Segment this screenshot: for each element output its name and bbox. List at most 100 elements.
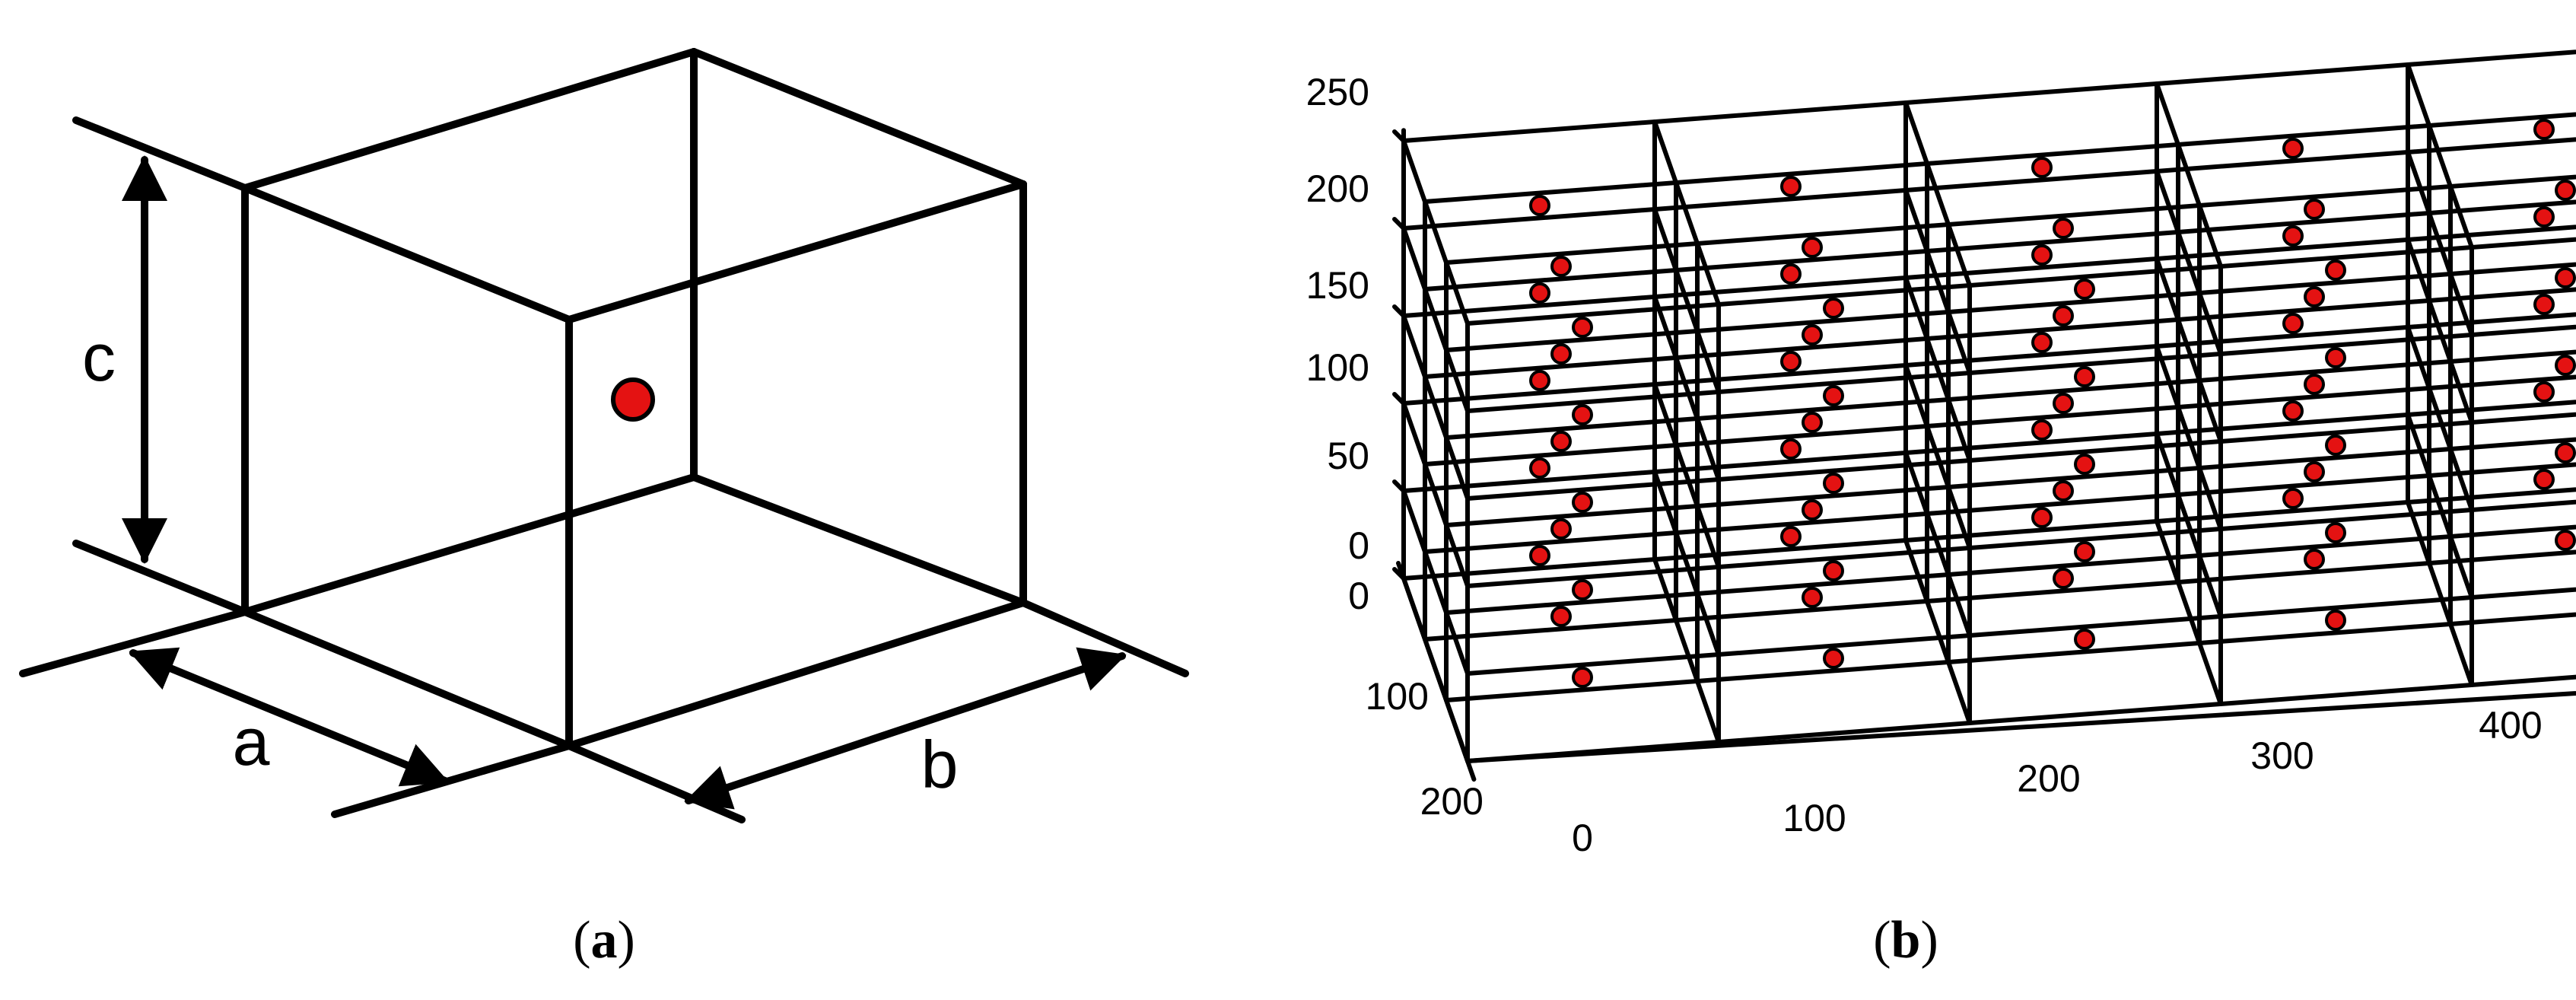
lattice-point [2533,294,2555,315]
lattice-point [1802,587,1823,608]
lattice-point [2053,393,2074,414]
lattice-point [2053,480,2074,502]
grid-line [1903,363,1972,550]
lattice-point [1550,606,1572,627]
lattice-point [2304,549,2325,570]
lattice-point [1823,648,1844,669]
lattice-point [2053,568,2074,589]
grid-line [1652,119,1721,307]
grid-line [1652,382,1721,569]
lattice-point [1780,176,1802,197]
lattice-point [1550,518,1572,540]
grid-line [2406,237,2474,425]
grid-line [2155,169,2223,356]
y-axis-tick-labels: 250 200 150 100 50 0 [1306,71,1369,567]
lattice-point [2282,225,2304,247]
grid-line [1903,188,1972,375]
grid-line [1465,674,2576,763]
lattice-point [1550,343,1572,365]
grid-line [2406,62,2474,250]
grid-line [1401,226,1470,413]
grid-line [1903,538,1972,725]
horizontal-axis-line [1465,691,2576,763]
vertical-axis-tick [1392,479,1406,493]
lattice-point [1550,256,1572,277]
lattice-point [1823,298,1844,319]
vertical-axis-tick [1392,392,1406,406]
lattice-grid-lines [1401,49,2576,763]
reference-line-bottom-left [72,540,249,616]
lattice-point [1780,351,1802,372]
lattice-point [2031,244,2053,266]
grid-line [2406,500,2474,687]
y-tick-label: 150 [1306,264,1369,307]
grid-line [1423,199,2576,291]
grid-line [2406,412,2474,600]
lattice-point [2282,488,2304,509]
grid-line [2406,325,2474,512]
lattice-point [2555,355,2576,376]
depth-axis-line [1396,561,1477,782]
caption-a: (a) [573,911,635,970]
lattice-point [1550,431,1572,452]
edge-top-left [241,48,698,192]
reference-line-base-front [331,742,573,818]
grid-line [1652,557,1721,744]
lattice-point [1780,438,1802,460]
vertical-axis-tick [1392,304,1406,318]
grid-line [1401,49,2576,143]
panel-b-lattice-grid [1392,49,2576,782]
lattice-point [2325,260,2346,281]
lattice-point [2533,469,2555,490]
lattice-point [1823,560,1844,581]
y-tick-label: 100 [1306,346,1369,389]
grid-line [1401,401,1470,588]
dimension-arrow-a [129,647,450,787]
x-tick-label: 200 [1420,780,1484,823]
edge-bottom-left [241,608,573,750]
edge-top-front [241,184,573,323]
grid-line [1903,100,1972,288]
lattice-point [1823,473,1844,494]
lattice-point [1802,499,1823,521]
z-axis-tick-labels: 0 100 200 300 400 [1572,704,2543,859]
lattice-point [2074,454,2095,475]
lattice-point [1529,457,1550,479]
lattice-point [1802,412,1823,433]
lattice-point [1572,317,1593,338]
x-tick-label: 0 [1348,575,1369,617]
lattice-point [2304,461,2325,482]
lattice-point [2031,157,2053,178]
grid-line [1444,524,2576,615]
lattice-point [2031,507,2053,528]
y-tick-label: 200 [1306,167,1369,210]
lattice-point [2533,119,2555,140]
lattice-point [2304,374,2325,395]
vertical-axis-tick [1392,129,1406,143]
z-tick-label: 0 [1572,817,1593,859]
panel-a-unit-cell-diagram [19,48,1189,823]
lattice-point [1802,237,1823,258]
lattice-point [1802,324,1823,346]
y-tick-label: 250 [1306,71,1369,113]
grid-line [1652,207,1721,394]
lattice-point [1780,263,1802,285]
grid-line [1401,489,1470,676]
vertical-axis-tick [1392,217,1406,231]
lattice-point [2282,313,2304,334]
dimension-arrow-b [684,647,1127,810]
lattice-point [2555,180,2576,201]
z-tick-label: 300 [2250,734,2314,777]
grid-line [1401,139,1470,326]
lattice-points [1529,119,2576,688]
grid-line [1652,470,1721,657]
lattice-point [1529,195,1550,216]
y-tick-label: 50 [1327,435,1369,477]
edge-bottom-right [565,599,1027,750]
axis-lines [1392,128,2576,782]
grid-line [1401,137,2576,231]
grid-line [2155,432,2223,619]
lattice-point [1529,370,1550,391]
grid-line [2155,344,2223,531]
lattice-point [2555,442,2576,463]
